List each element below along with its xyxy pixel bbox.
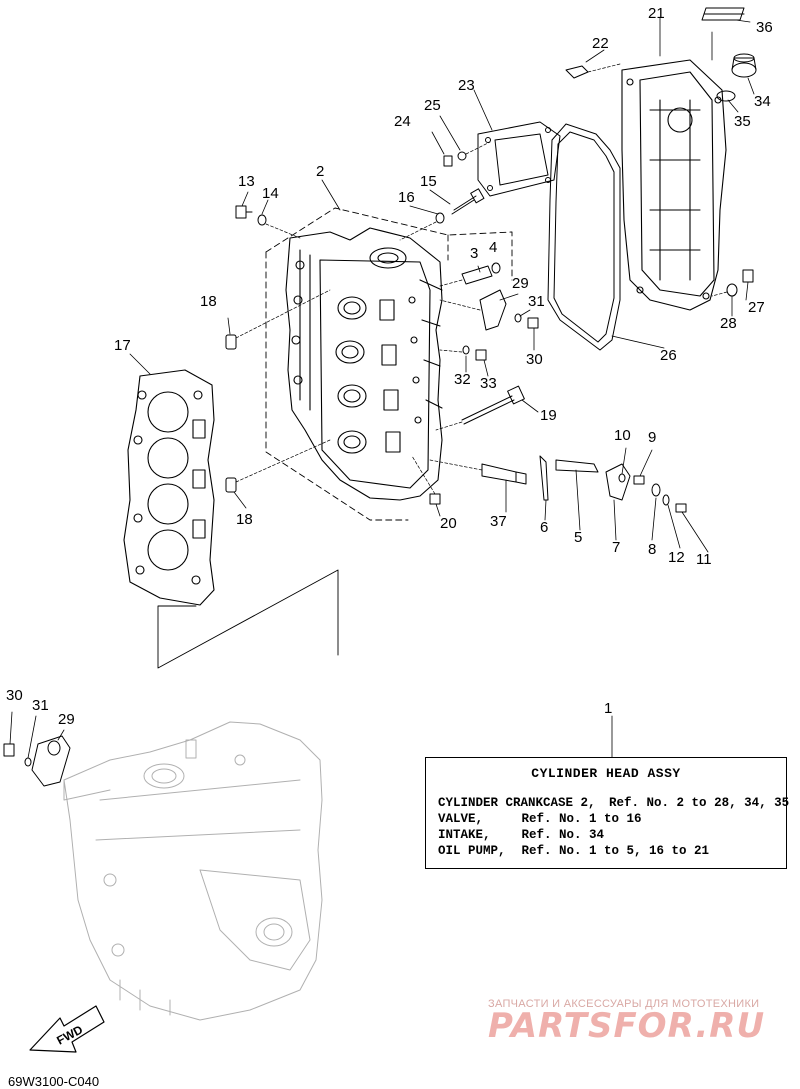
callout-25: 25	[424, 97, 441, 114]
callout-12: 12	[668, 549, 685, 566]
callout-33: 33	[480, 375, 497, 392]
watermark-subtitle: ЗАПЧАСТИ И АКСЕССУАРЫ ДЛЯ МОТОТЕХНИКИ	[488, 998, 760, 1010]
assy-row-ref: Ref. No. 1 to 16	[521, 812, 642, 826]
screw-22	[565, 63, 621, 79]
fwd-arrow-icon	[29, 1005, 105, 1053]
callout-15: 15	[420, 173, 437, 190]
callout-23: 23	[458, 77, 475, 94]
callout-19: 19	[540, 407, 557, 424]
callout-37: 37	[490, 513, 507, 530]
oring-8	[651, 483, 661, 497]
callout-29a: 29	[512, 275, 529, 292]
callout-24: 24	[394, 113, 411, 130]
cylinder-head-bounding-box	[265, 207, 513, 521]
assy-row-ref: Ref. No. 2 to 28, 34, 35	[609, 796, 790, 810]
assy-box-title: CYLINDER HEAD ASSY	[531, 766, 681, 781]
oil-pump-cover-7	[605, 463, 631, 501]
callout-4: 4	[489, 239, 498, 256]
callout-14: 14	[262, 185, 279, 202]
callout-28: 28	[720, 315, 737, 332]
callout-9: 9	[648, 429, 657, 446]
bolt-20	[411, 455, 441, 505]
callout-8: 8	[648, 541, 657, 558]
head-gasket	[123, 369, 215, 606]
callout-30b: 30	[6, 687, 23, 704]
assy-row-ref: Ref. No. 1 to 5, 16 to 21	[521, 844, 710, 858]
bracket-29-lower	[3, 711, 71, 787]
callout-17: 17	[114, 337, 131, 354]
callout-26: 26	[660, 347, 677, 364]
cylinder-head-assy-box: CYLINDER HEAD ASSY CYLINDER CRANKCASE 2,…	[425, 757, 789, 869]
assy-row-oil-pump: OIL PUMP, Ref. No. 1 to 5, 16 to 21	[438, 844, 709, 858]
label-tag-36	[701, 7, 745, 21]
callout-1: 1	[604, 700, 613, 717]
callout-31a: 31	[528, 293, 545, 310]
callout-21: 21	[648, 5, 665, 22]
leader-lines	[129, 17, 755, 758]
oring-12	[662, 494, 670, 506]
oil-seal-6	[539, 455, 549, 501]
cover-plate-23	[477, 121, 561, 197]
cylinder-block-crankcase	[63, 721, 323, 1021]
callout-31b: 31	[32, 697, 49, 714]
assy-row-ref: Ref. No. 34	[521, 828, 605, 842]
cover-gasket-26	[547, 123, 621, 351]
assy-row-label: OIL PUMP,	[438, 844, 506, 858]
callout-3: 3	[470, 245, 479, 262]
callout-29b: 29	[58, 711, 75, 728]
callout-18b: 18	[236, 511, 253, 528]
washer-10	[618, 473, 626, 483]
cylinder-head	[285, 227, 443, 501]
callout-36: 36	[756, 19, 773, 36]
dowel-pins	[225, 289, 331, 493]
callout-34: 34	[754, 93, 771, 110]
oil-filler-cap-34	[716, 53, 757, 102]
bolt-33	[439, 345, 487, 361]
assy-row-intake: INTAKE, Ref. No. 34	[438, 828, 604, 842]
thermoswitch-37	[429, 459, 527, 485]
callout-13: 13	[238, 173, 255, 190]
callout-32: 32	[454, 371, 471, 388]
assy-row-valve: VALVE, Ref. No. 1 to 16	[438, 812, 642, 826]
screw-9	[633, 475, 645, 485]
callout-22: 22	[592, 35, 609, 52]
bolt-15	[399, 188, 485, 241]
head-cover-21	[621, 59, 727, 311]
bolt-24	[443, 141, 491, 167]
callout-2: 2	[316, 163, 325, 180]
assembly-link-line	[157, 569, 339, 669]
bracket-29	[439, 289, 539, 331]
oil-pump-shaft-5	[555, 459, 599, 473]
callout-35: 35	[734, 113, 751, 130]
callout-5: 5	[574, 529, 583, 546]
bolt-19	[435, 385, 525, 431]
callout-27: 27	[748, 299, 765, 316]
assy-row-label: CYLINDER CRANKCASE 2,	[438, 796, 596, 810]
callout-18a: 18	[200, 293, 217, 310]
assy-row-crankcase: CYLINDER CRANKCASE 2, Ref. No. 2 to 28, …	[438, 796, 789, 810]
assy-row-label: VALVE,	[438, 812, 484, 826]
callout-16: 16	[398, 189, 415, 206]
bolt-11	[675, 503, 687, 513]
callout-7: 7	[612, 539, 621, 556]
callout-30a: 30	[526, 351, 543, 368]
diagram-code: 69W3100-C040	[8, 1074, 100, 1089]
callout-6: 6	[540, 519, 549, 536]
callout-20: 20	[440, 515, 457, 532]
watermark-brand-logo: PARTSFOR.RU	[488, 1006, 766, 1046]
assy-row-label: INTAKE,	[438, 828, 491, 842]
callout-11: 11	[696, 551, 712, 568]
bolt-13	[235, 205, 301, 239]
plug-3-4	[439, 262, 501, 287]
callout-10: 10	[614, 427, 631, 444]
